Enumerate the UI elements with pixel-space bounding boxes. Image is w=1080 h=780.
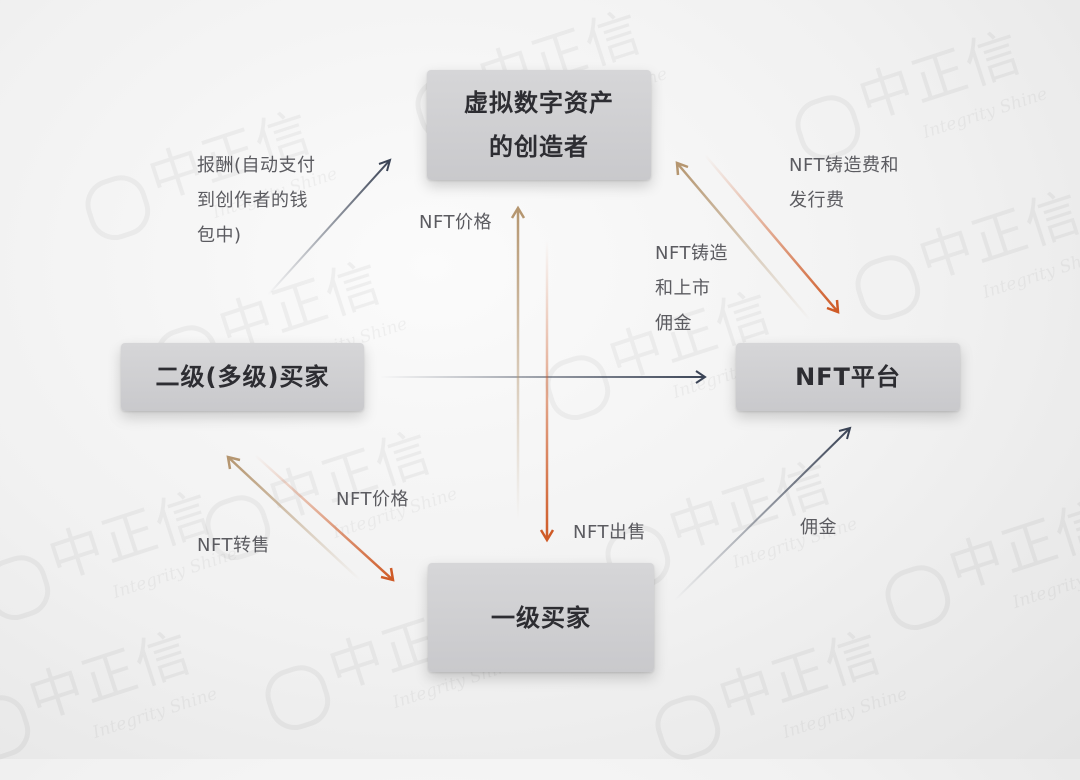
node-primary-buyer-label: 一级买家: [491, 603, 591, 632]
label-commission: 佣金: [800, 517, 837, 538]
node-platform-label: NFT平台: [795, 363, 901, 391]
arrow-secondary-to-creator: [267, 159, 391, 296]
flow-arrows: [226, 154, 852, 601]
arrowhead-primary-to-secondary: [226, 455, 241, 470]
arrowhead-creator-to-primary: [539, 529, 555, 543]
arrow-secondary-to-primary: [254, 454, 394, 581]
label-royalty: 报酬(自动支付 到创作者的钱 包中): [197, 155, 316, 246]
node-creator: 虚拟数字资产 的创造者: [427, 70, 651, 180]
arrow-platform-to-creator: [676, 162, 811, 321]
arrowhead-primary-to-platform: [838, 426, 852, 440]
arrowhead-secondary-to-platform: [695, 370, 707, 384]
arrowhead-platform-to-creator: [675, 161, 689, 176]
node-secondary-buyer: 二级(多级)买家: [121, 343, 364, 411]
arrowhead-secondary-to-primary: [380, 567, 395, 582]
arrowhead-primary-to-creator: [510, 205, 526, 219]
label-price-to-primary: NFT价格: [336, 489, 409, 510]
label-price-to-creator: NFT价格: [419, 212, 492, 233]
arrow-creator-to-platform: [704, 154, 839, 313]
label-sale: NFT出售: [573, 522, 646, 543]
arrow-primary-to-secondary: [227, 456, 361, 581]
arrowhead-creator-to-platform: [826, 299, 840, 314]
node-creator-label: 虚拟数字资产 的创造者: [464, 89, 614, 161]
label-mint-fee: NFT铸造费和 发行费: [789, 155, 899, 211]
label-mint-listing-commission: NFT铸造 和上市 佣金: [655, 243, 728, 334]
node-primary-buyer: 一级买家: [428, 563, 654, 672]
arrowhead-secondary-to-creator: [378, 158, 392, 172]
arrow-primary-to-platform: [674, 427, 851, 601]
node-secondary-buyer-label: 二级(多级)买家: [155, 363, 330, 391]
label-transfer: NFT转售: [197, 535, 270, 556]
node-platform: NFT平台: [736, 343, 960, 411]
